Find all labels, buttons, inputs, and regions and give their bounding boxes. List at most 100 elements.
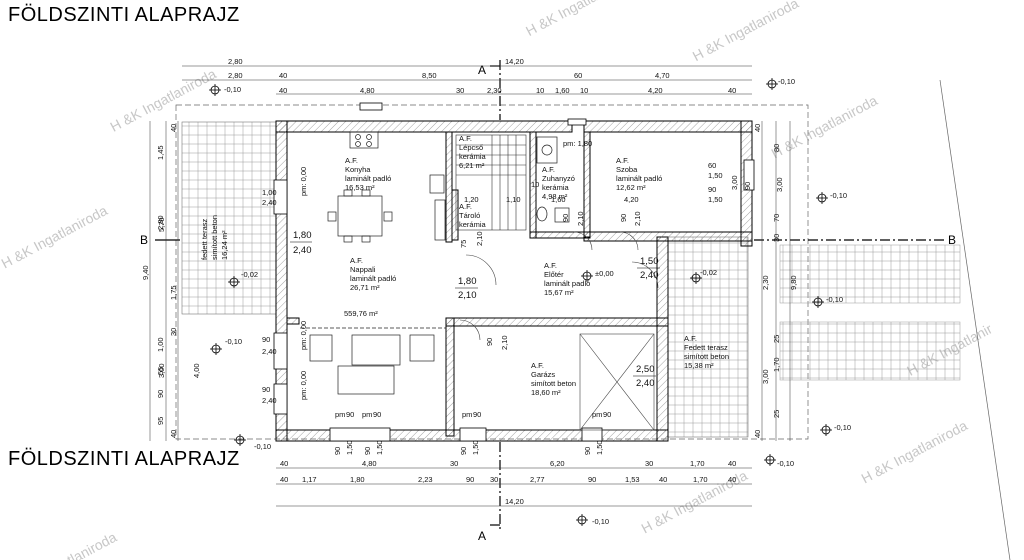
dim-label: 30 [450,459,458,468]
top-dimensions: 2,80 14,20 2,80 40 8,50 60 4,70 40 4,80 … [228,57,736,95]
svg-text:90: 90 [459,447,468,455]
window [743,159,755,191]
svg-text:A.F.: A.F. [544,261,557,270]
room-lepcso: A.F. Lépcső kerámia 6,21 m² [459,134,487,170]
svg-text:pm: 1,80: pm: 1,80 [563,139,592,148]
svg-text:2,40: 2,40 [262,347,277,356]
section-mark-a-bottom: A [478,529,486,543]
dim-label: 5,70 [157,217,166,232]
svg-text:pm: pm [462,410,472,419]
svg-text:2,50: 2,50 [636,364,655,375]
svg-text:-0,10: -0,10 [592,517,609,526]
right-terrace [667,236,749,438]
dim-label: 2,23 [418,475,433,484]
left-terrace [181,121,277,315]
armchair [309,334,333,362]
svg-text:2,10: 2,10 [576,211,585,226]
right-dimensions: 9,80 3,00 2,30 3,00 40 80 70 30 25 1,70 … [753,124,798,438]
svg-text:1,50: 1,50 [708,171,723,180]
dim-label: 2,80 [228,57,243,66]
svg-text:2,40: 2,40 [640,270,659,281]
toilet [536,206,548,222]
room-garazs: A.F. Garázs simított beton 18,60 m² [531,361,576,397]
svg-text:90: 90 [373,410,381,419]
section-mark-b-right: B [948,233,956,247]
svg-text:90: 90 [583,447,592,455]
room-eloter: A.F. Előtér laminált padló 15,67 m² [544,261,590,297]
dim-label: 4,20 [648,86,663,95]
svg-text:60: 60 [708,161,716,170]
svg-text:-0,02: -0,02 [700,268,717,277]
svg-text:90: 90 [561,214,570,222]
dining-table [337,195,383,237]
svg-text:A.F.: A.F. [459,202,472,211]
dim-label: 70 [772,214,781,222]
coffee-table [351,334,401,366]
svg-text:2,10: 2,10 [475,231,484,246]
svg-text:simított beton: simított beton [210,215,219,260]
dim-label: 1,75 [169,285,178,300]
level-labels: -0,10 -0,10 -0,10 -0,02 -0,02 -0,10 -0,1… [224,77,851,526]
window [567,118,587,126]
svg-text:Zuhanyzó: Zuhanyzó [542,174,575,183]
svg-text:2,40: 2,40 [636,378,655,389]
section-mark-a-top: A [478,63,486,77]
bathroom-fixtures [536,136,570,223]
svg-text:Konyha: Konyha [345,165,371,174]
svg-text:A.F.: A.F. [616,156,629,165]
watermark: atlaniroda [57,529,119,560]
armchair [409,334,435,362]
dim-label: 90 [156,390,165,398]
svg-text:1,50: 1,50 [708,195,723,204]
room-konyha: A.F. Konyha laminált padló 16,53 m² [345,156,391,192]
dim-label: 40 [728,459,736,468]
svg-text:12,62 m²: 12,62 m² [616,183,646,192]
svg-text:1,20: 1,20 [464,195,479,204]
svg-text:kerámia: kerámia [459,152,487,161]
watermark: H &K Ingatlaniroda [769,92,880,161]
svg-text:laminált padló: laminált padló [544,279,590,288]
svg-text:1,50: 1,50 [471,440,480,455]
svg-text:1,80: 1,80 [458,276,477,287]
svg-text:±0,00: ±0,00 [595,269,614,278]
svg-text:A.F.: A.F. [459,134,472,143]
windows [273,102,755,442]
dim-label: 40 [279,86,287,95]
svg-text:Lépcső: Lépcső [459,143,483,152]
svg-text:laminált padló: laminált padló [345,174,391,183]
dim-label: 40 [169,430,178,438]
svg-text:simított beton: simított beton [531,379,576,388]
svg-text:-0,10: -0,10 [224,85,241,94]
dim-label: 40 [753,430,762,438]
window [273,179,288,215]
window [273,383,288,415]
dim-label: 4,80 [362,459,377,468]
svg-text:A.F.: A.F. [531,361,544,370]
svg-text:-0,10: -0,10 [830,191,847,200]
sink [429,174,445,194]
svg-text:simított beton: simított beton [684,352,729,361]
left-dimensions: 9,40 5,70 3,00 4,00 40 1,45 2,80 1,75 30… [141,124,201,438]
watermark: H &K Ingatlaniroda [0,202,110,271]
svg-text:90: 90 [262,385,270,394]
dim-label: 9,80 [789,275,798,290]
svg-text:16,53 m²: 16,53 m² [345,183,375,192]
svg-text:4,20: 4,20 [624,195,639,204]
staircase [455,134,527,231]
svg-text:Fedett terasz: Fedett terasz [684,343,728,352]
watermark: H &K Ingatlaniroda [523,0,634,39]
svg-text:A.F.: A.F. [345,156,358,165]
dim-label: 2,30 [487,86,502,95]
drawing-title-repeat: FÖLDSZINTI ALAPRAJZ [8,448,240,470]
room-fedett-right: A.F. Fedett terasz simított beton 15,38 … [684,334,729,370]
svg-text:pm: pm [362,410,372,419]
dim-label: 14,20 [505,57,524,66]
dim-label: 2,80 [228,71,243,80]
room-tarolo: A.F. Tároló kerámia [459,202,487,229]
dim-label: 30 [169,328,178,336]
svg-text:16,24 m²: 16,24 m² [220,230,229,260]
dim-label: 90 [466,475,474,484]
window [273,332,288,370]
svg-text:90: 90 [333,447,342,455]
svg-text:2,10: 2,10 [633,211,642,226]
